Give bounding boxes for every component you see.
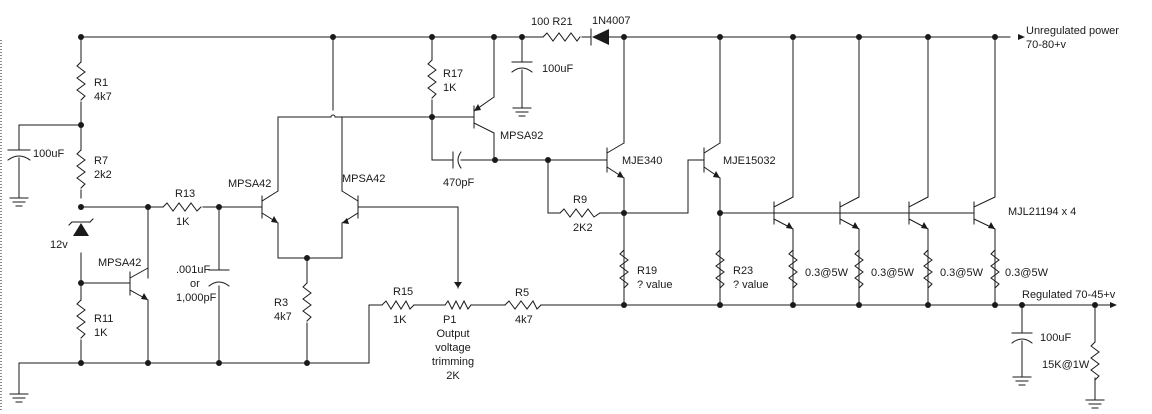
c470pf-capacitor xyxy=(452,151,462,169)
r17-resistor xyxy=(427,59,437,99)
r5-resistor xyxy=(504,300,542,310)
r3-value: 4k7 xyxy=(274,311,292,323)
r13-value: 1K xyxy=(176,216,190,228)
c001-capacitor xyxy=(208,269,230,287)
p1-desc-4: 2K xyxy=(446,370,460,382)
r23-name: R23 xyxy=(733,265,753,277)
r21-label: 100 R21 xyxy=(531,16,573,28)
r7-name: R7 xyxy=(94,155,108,167)
diode-1n4007 xyxy=(590,28,609,46)
mje340-label: MJE340 xyxy=(622,155,662,167)
component-labels: R1 4k7 100uF R7 2k2 12v MPSA42 R11 1K R1… xyxy=(33,15,1119,382)
diode-label: 1N4007 xyxy=(592,15,631,27)
p1-desc-3: trimming xyxy=(432,356,474,368)
unregulated-label-1: Unregulated power xyxy=(1026,25,1119,37)
r19-value: ? value xyxy=(637,279,672,291)
r11-resistor xyxy=(76,299,86,339)
wires xyxy=(18,36,1111,401)
p1-potentiometer xyxy=(444,299,472,311)
r1-name: R1 xyxy=(94,77,108,89)
r21-resistor xyxy=(542,32,581,42)
c100uf-out-label: 100uF xyxy=(1040,332,1071,344)
r15-name: R15 xyxy=(393,286,413,298)
r15-value: 1K xyxy=(393,314,407,326)
r3-resistor xyxy=(302,282,312,322)
p1-name: P1 xyxy=(443,314,456,326)
r11-value: 1K xyxy=(94,327,108,339)
c470pf-label: 470pF xyxy=(443,177,474,189)
r23-resistor xyxy=(715,249,725,289)
c100uf-out-capacitor xyxy=(1011,332,1033,344)
r5-name: R5 xyxy=(515,287,529,299)
re2-label: 0.3@5W xyxy=(871,267,915,279)
junction-dots xyxy=(78,34,1098,366)
mpsa42-a-label: MPSA42 xyxy=(228,178,271,190)
r7-resistor xyxy=(76,149,86,189)
re4-label: 0.3@5W xyxy=(1005,267,1049,279)
re2-resistor xyxy=(854,249,864,289)
r5-value: 4k7 xyxy=(515,314,533,326)
p1-desc-2: voltage xyxy=(435,342,470,354)
r17-value: 1K xyxy=(443,82,457,94)
ground-symbols xyxy=(9,107,1105,409)
r15-resistor xyxy=(381,299,415,310)
r9-value: 2K2 xyxy=(573,222,593,234)
zener-label: 12v xyxy=(50,239,68,251)
c001-label-1: .001uF xyxy=(176,264,211,276)
r7-value: 2k2 xyxy=(94,169,112,181)
re1-resistor xyxy=(788,249,798,289)
re4-resistor xyxy=(990,249,1000,289)
mje15032-label: MJE15032 xyxy=(723,155,776,167)
wire-crossing xyxy=(330,114,336,118)
r17-name: R17 xyxy=(443,68,463,80)
unregulated-label-2: 70-80+v xyxy=(1026,39,1067,51)
zener-diode-12v xyxy=(68,218,94,236)
r19-resistor xyxy=(619,249,629,289)
arrows xyxy=(141,34,1117,308)
r1-resistor xyxy=(76,61,86,101)
c100uf-top-label: 100uF xyxy=(542,63,573,75)
c100uf-left-label: 100uF xyxy=(33,148,64,160)
mpsa42-b-label: MPSA42 xyxy=(342,173,385,185)
resistors xyxy=(76,32,1100,381)
r1-value: 4k7 xyxy=(94,91,112,103)
regulated-label: Regulated 70-45+v xyxy=(1022,289,1116,301)
c100uf-top-capacitor xyxy=(511,61,533,73)
mpsa92-label: MPSA92 xyxy=(500,130,543,142)
r9-resistor xyxy=(559,208,601,218)
r13-resistor xyxy=(162,202,202,212)
r19-name: R19 xyxy=(637,265,657,277)
p1-desc-1: Output xyxy=(436,328,469,340)
c001-label-3: 1,000pF xyxy=(176,292,217,304)
c100uf-left-capacitor xyxy=(7,149,31,161)
re3-label: 0.3@5W xyxy=(940,267,984,279)
capacitors xyxy=(7,61,1033,344)
r13-name: R13 xyxy=(175,188,195,200)
r3-name: R3 xyxy=(274,297,288,309)
c001-label-2: or xyxy=(190,278,200,290)
r9-name: R9 xyxy=(573,194,587,206)
r11-name: R11 xyxy=(94,313,113,325)
r23-value: ? value xyxy=(733,279,768,291)
mpsa42-low-label: MPSA42 xyxy=(98,257,141,269)
r15k-label: 15K@1W xyxy=(1042,359,1090,371)
r15k-resistor xyxy=(1090,341,1100,381)
re3-resistor xyxy=(923,249,933,289)
re1-label: 0.3@5W xyxy=(805,267,849,279)
mjl21194-label: MJL21194 x 4 xyxy=(1008,206,1076,218)
